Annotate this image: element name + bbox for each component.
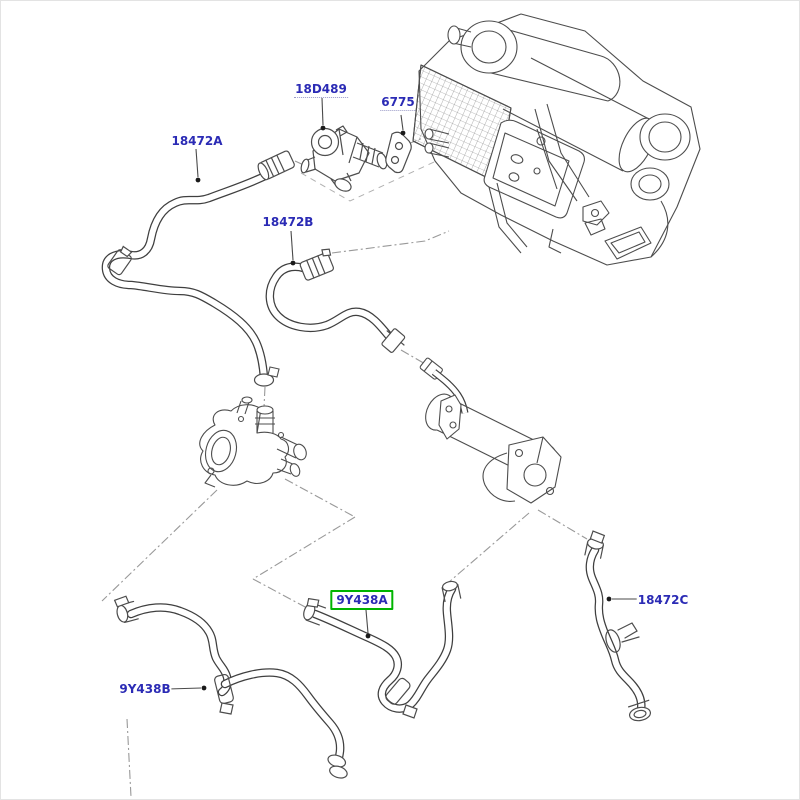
hose-18472C-drawing bbox=[584, 530, 652, 722]
part-label-9Y438B[interactable]: 9Y438B bbox=[118, 682, 172, 696]
part-label-18472C[interactable]: 18472C bbox=[636, 593, 690, 607]
hose-18472A-drawing bbox=[101, 150, 295, 387]
assembly-guide-lines bbox=[101, 134, 588, 798]
hose-18472B-drawing bbox=[265, 248, 406, 353]
part-label-18472B[interactable]: 18472B bbox=[261, 215, 315, 229]
heater-unit-assembly-drawing bbox=[412, 13, 701, 266]
part-label-9Y438A-highlighted[interactable]: 9Y438A bbox=[330, 590, 394, 610]
projection-dashed-lines bbox=[300, 155, 448, 202]
egr-cooler-drawing bbox=[419, 357, 562, 504]
part-label-18D489[interactable]: 18D489 bbox=[294, 82, 348, 98]
leader-lines bbox=[167, 97, 641, 690]
hose-9Y438B-drawing bbox=[113, 595, 348, 779]
part-label-18472A[interactable]: 18472A bbox=[170, 134, 224, 148]
gasket-drawing bbox=[385, 131, 412, 174]
hose-9Y438A-drawing bbox=[303, 580, 462, 719]
leader-dots bbox=[195, 125, 612, 691]
part-label-6775[interactable]: 6775 bbox=[380, 95, 416, 111]
thermostat-housing-drawing bbox=[199, 396, 307, 488]
heater-control-valve-drawing bbox=[300, 125, 388, 192]
